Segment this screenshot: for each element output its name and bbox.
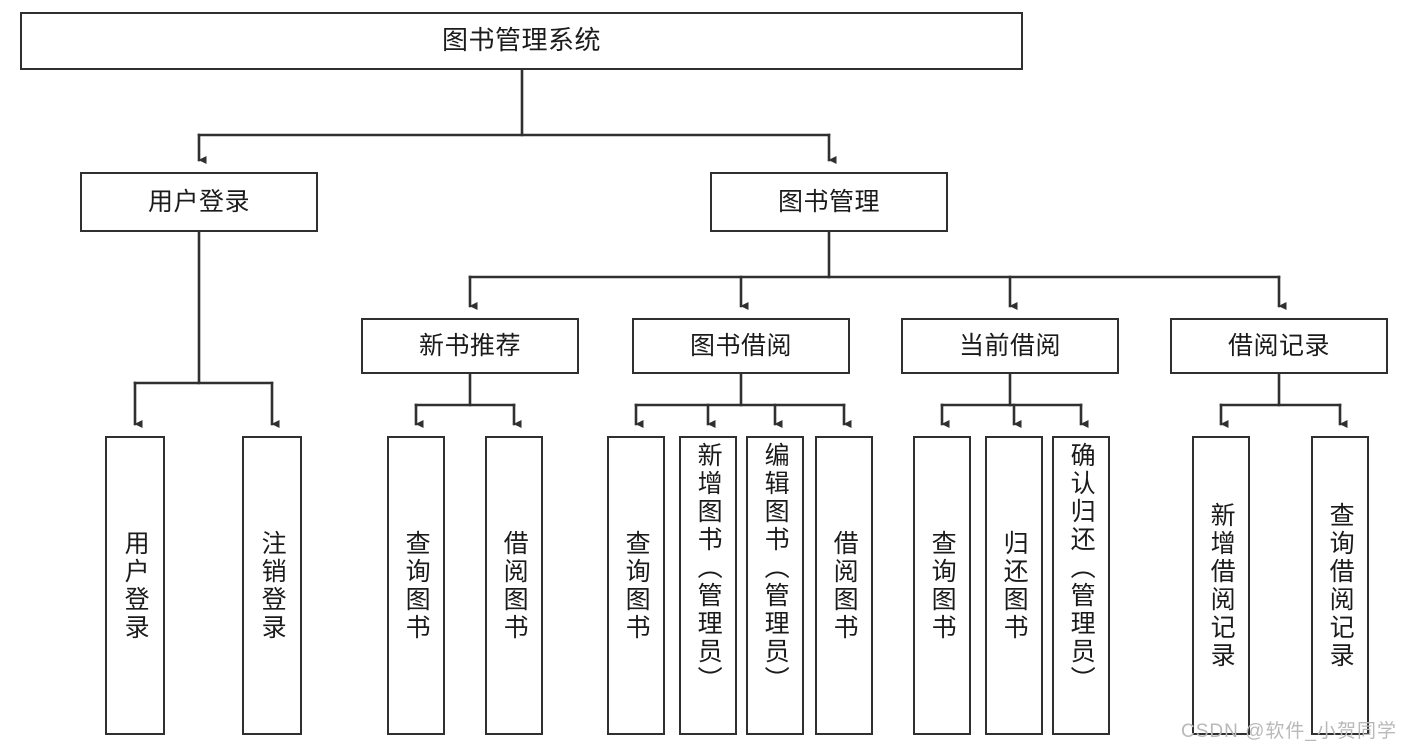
node-book-management-label: 图书管理 — [777, 188, 880, 216]
leaf-user-login[interactable]: 用户登录 — [105, 436, 165, 735]
edge-group-current-borrow — [940, 372, 1089, 429]
edge-group-book-borrow — [634, 372, 852, 429]
leaf-return-book-label: 归还图书 — [1000, 529, 1029, 642]
node-user-login[interactable]: 用户登录 — [80, 172, 318, 232]
leaf-confirm-return-admin[interactable]: 确认归还（管理员） — [1052, 436, 1110, 735]
node-borrowing-record-label: 借阅记录 — [1227, 332, 1330, 360]
leaf-borrow-book-2-label: 借阅图书 — [830, 529, 859, 642]
leaf-return-book[interactable]: 归还图书 — [985, 436, 1043, 735]
leaf-query-book-3[interactable]: 查询图书 — [913, 436, 971, 735]
leaf-confirm-return-admin-label: 确认归还（管理员） — [1067, 442, 1096, 694]
edge-group-root — [197, 68, 837, 165]
node-root-label: 图书管理系统 — [441, 25, 601, 56]
leaf-query-book-3-label: 查询图书 — [928, 529, 957, 642]
leaf-user-login-label: 用户登录 — [121, 529, 150, 642]
leaf-query-borrowing-record[interactable]: 查询借阅记录 — [1311, 436, 1369, 735]
edge-group-new-book-rec — [414, 372, 522, 429]
edge-group-book-mgmt — [468, 230, 1287, 311]
leaf-query-book-2-label: 查询图书 — [622, 529, 651, 642]
node-user-login-label: 用户登录 — [147, 188, 250, 216]
node-new-book-recommendation-label: 新书推荐 — [418, 332, 521, 360]
leaf-add-book-admin-label: 新增图书（管理员） — [694, 442, 723, 694]
leaf-add-borrowing-record-label: 新增借阅记录 — [1207, 501, 1236, 670]
csdn-watermark: CSDN @软件_小贺同学 — [1181, 721, 1397, 742]
node-new-book-recommendation[interactable]: 新书推荐 — [361, 318, 579, 374]
leaf-borrow-book-1-label: 借阅图书 — [500, 529, 529, 642]
leaf-query-borrowing-record-label: 查询借阅记录 — [1326, 501, 1355, 670]
node-borrowing-record[interactable]: 借阅记录 — [1170, 318, 1388, 374]
leaf-borrow-book-1[interactable]: 借阅图书 — [485, 436, 543, 735]
node-book-borrowing-label: 图书借阅 — [689, 332, 792, 360]
leaf-logout-label: 注销登录 — [258, 529, 287, 642]
leaf-borrow-book-2[interactable]: 借阅图书 — [815, 436, 873, 735]
leaf-add-borrowing-record[interactable]: 新增借阅记录 — [1192, 436, 1250, 735]
node-current-borrowing-label: 当前借阅 — [958, 332, 1061, 360]
leaf-logout[interactable]: 注销登录 — [242, 436, 302, 735]
leaf-query-book-1[interactable]: 查询图书 — [387, 436, 445, 735]
edge-group-borrow-record — [1219, 372, 1348, 429]
leaf-edit-book-admin-label: 编辑图书（管理员） — [761, 442, 790, 694]
leaf-query-book-2[interactable]: 查询图书 — [607, 436, 665, 735]
leaf-edit-book-admin[interactable]: 编辑图书（管理员） — [746, 436, 804, 735]
leaf-add-book-admin[interactable]: 新增图书（管理员） — [679, 436, 737, 735]
leaf-query-book-1-label: 查询图书 — [402, 529, 431, 642]
edge-group-login — [133, 230, 280, 429]
node-current-borrowing[interactable]: 当前借阅 — [901, 318, 1119, 374]
node-book-management[interactable]: 图书管理 — [710, 172, 948, 232]
node-root[interactable]: 图书管理系统 — [20, 12, 1023, 70]
node-book-borrowing[interactable]: 图书借阅 — [632, 318, 850, 374]
